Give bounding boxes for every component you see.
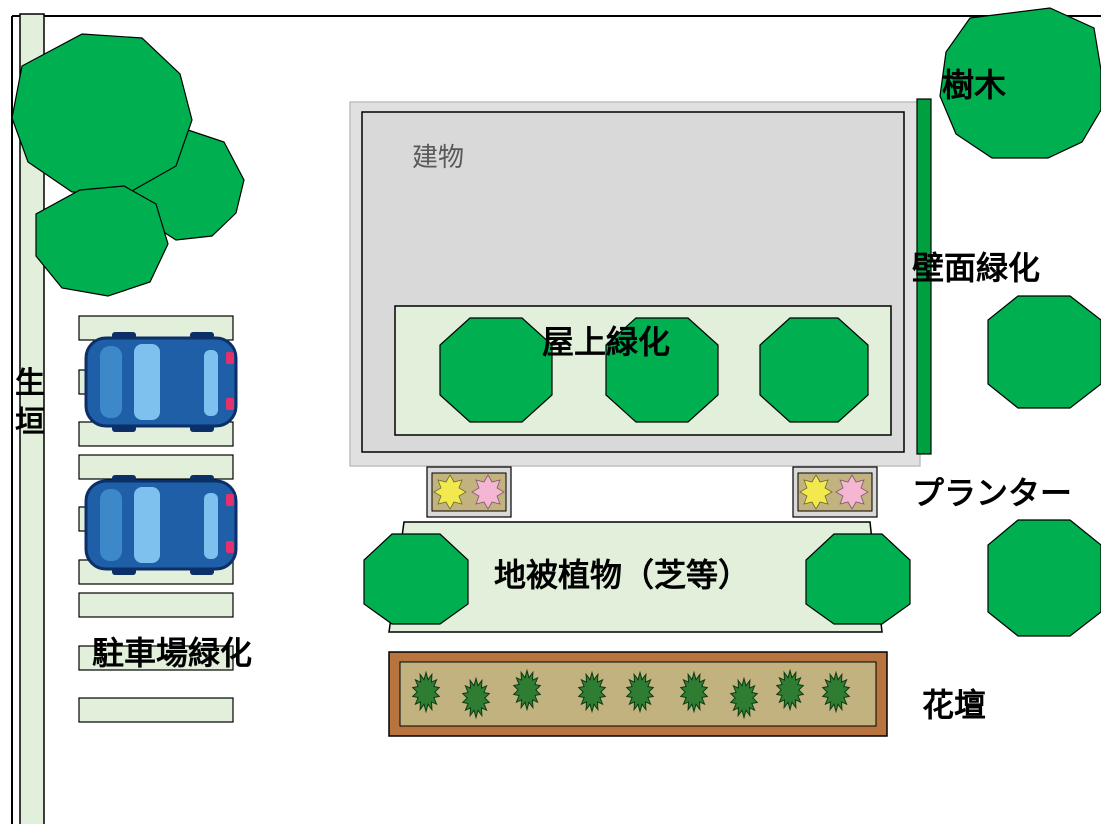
ground-cover-label: 地被植物（芝等）	[494, 556, 750, 594]
tree-icon	[363, 533, 469, 625]
hedge-label-char-2: 垣	[15, 405, 45, 440]
site-boundary	[11, 15, 1101, 824]
flower-icon	[835, 474, 869, 510]
trees-label: 樹木	[942, 66, 1006, 104]
parking-greening-label: 駐車場緑化	[92, 634, 252, 672]
tree-icon	[987, 295, 1101, 409]
tree-icon	[759, 317, 869, 423]
planter-left	[426, 466, 512, 518]
flower-icon	[471, 474, 505, 510]
shrub-icon	[625, 670, 655, 714]
shrub-icon	[679, 670, 709, 714]
planter-label: プランター	[912, 474, 1072, 512]
tree-icon	[805, 533, 911, 625]
green-wall	[916, 98, 932, 455]
wall-greening-label: 壁面緑化	[912, 249, 1040, 287]
shrub-icon	[512, 668, 542, 712]
car-icon	[84, 475, 238, 575]
shrub-icon	[577, 670, 607, 714]
building-label: 建物	[412, 143, 464, 173]
rooftop-trees	[439, 317, 869, 423]
tree-icon	[35, 185, 169, 297]
shrub-icon	[821, 670, 851, 714]
shrub-icon	[411, 670, 441, 714]
tree-icon	[605, 317, 719, 423]
flower-bed-label: 花壇	[922, 686, 986, 724]
flower-icon	[799, 474, 833, 510]
tree-cluster-top-left	[11, 33, 245, 297]
flower-icon	[433, 474, 467, 510]
tree-icon	[439, 317, 553, 423]
shrub-icon	[461, 676, 491, 720]
parking-stall	[78, 697, 234, 723]
tree-cluster-right	[939, 7, 1101, 637]
planter-right	[792, 466, 878, 518]
parking-stall	[78, 645, 234, 671]
hedge-label-char-1: 生	[15, 366, 45, 401]
tree-icon	[987, 519, 1101, 637]
parking-stall	[78, 592, 234, 618]
rooftop-greening-label: 屋上緑化	[542, 323, 670, 361]
shrub-icon	[775, 668, 805, 712]
car-icon	[84, 332, 238, 432]
tree-icon	[11, 33, 193, 193]
shrub-icon	[729, 676, 759, 720]
flower-bed	[388, 651, 888, 737]
tree-icon	[939, 7, 1101, 159]
